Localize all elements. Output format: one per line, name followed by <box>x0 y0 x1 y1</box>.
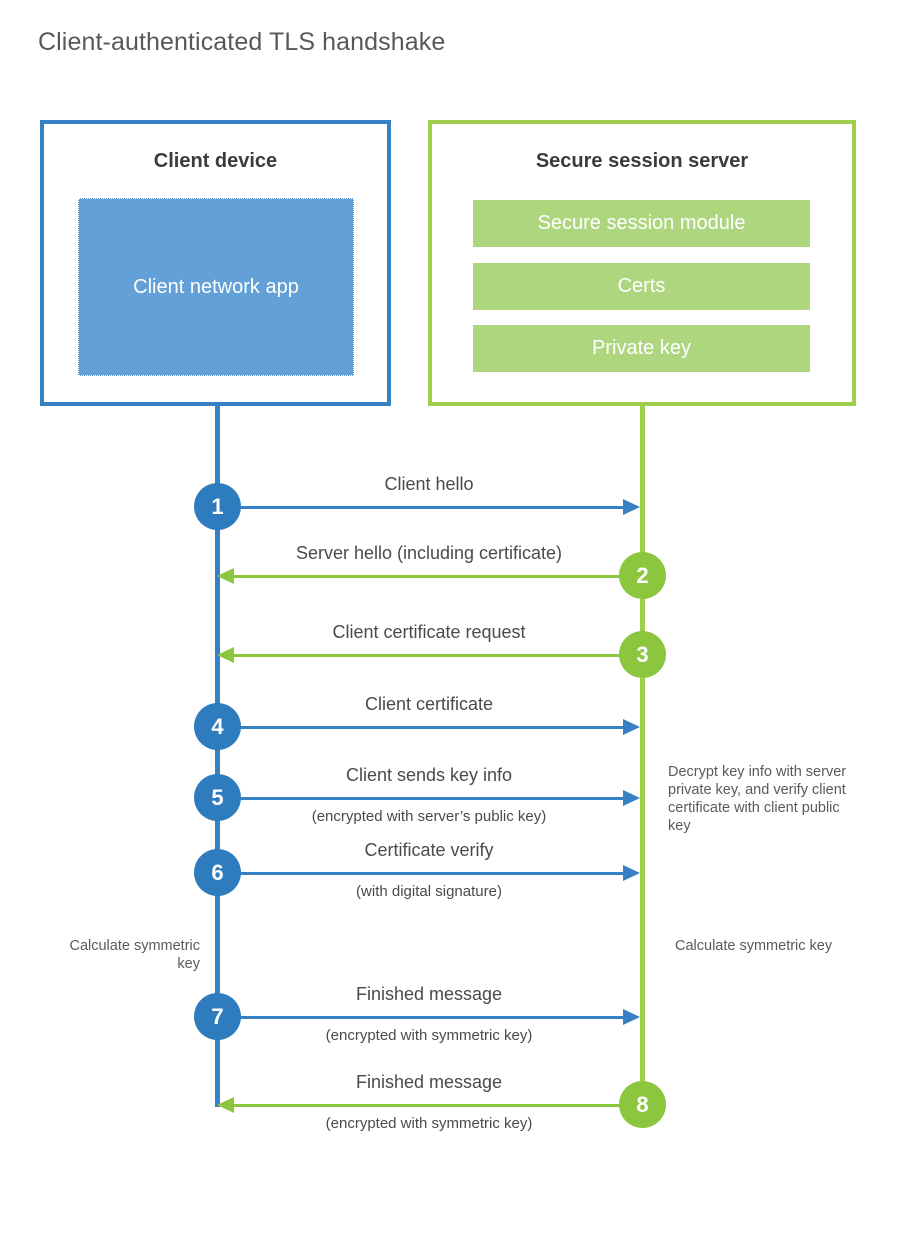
server-component-secure-session-module: Secure session module <box>473 200 810 247</box>
message-label-2: Server hello (including certificate) <box>295 543 563 563</box>
arrow-right-icon <box>623 865 640 881</box>
arrow-right-icon <box>623 1009 640 1025</box>
client-network-app-label: Client network app <box>133 275 299 298</box>
arrow-left-icon <box>217 1097 234 1113</box>
client-device-title: Client device <box>153 150 278 172</box>
message-line-8 <box>232 1104 642 1107</box>
step-marker-1: 1 <box>194 483 241 530</box>
message-line-4 <box>217 726 625 729</box>
message-line-2 <box>232 575 642 578</box>
step-marker-4: 4 <box>194 703 241 750</box>
message-sublabel-5: (encrypted with server’s public key) <box>311 808 547 825</box>
message-line-1 <box>217 506 625 509</box>
client-calculate-symmetric-key-annotation: Calculate symmetric key <box>69 938 200 972</box>
step-marker-5: 5 <box>194 774 241 821</box>
step-marker-7: 7 <box>194 993 241 1040</box>
server-component-private-key: Private key <box>473 325 810 372</box>
message-label-4: Client certificate <box>364 694 494 714</box>
arrow-right-icon <box>623 499 640 515</box>
secure-session-server-box: Secure session server Secure session mod… <box>428 120 856 406</box>
step-marker-6: 6 <box>194 849 241 896</box>
step-marker-2: 2 <box>619 552 666 599</box>
message-line-6 <box>217 872 625 875</box>
client-device-box: Client device Client network app <box>40 120 391 406</box>
message-line-7 <box>217 1016 625 1019</box>
message-label-3: Client certificate request <box>332 622 526 642</box>
message-line-3 <box>232 654 642 657</box>
arrow-left-icon <box>217 647 234 663</box>
message-label-5: Client sends key info <box>345 765 513 785</box>
page-title: Client-authenticated TLS handshake <box>38 28 446 56</box>
client-network-app-block: Client network app <box>78 198 354 376</box>
step-marker-8: 8 <box>619 1081 666 1128</box>
arrow-left-icon <box>217 568 234 584</box>
message-label-6: Certificate verify <box>364 840 494 860</box>
message-sublabel-8: (encrypted with symmetric key) <box>325 1115 533 1132</box>
client-lifeline <box>215 403 220 1107</box>
message-label-1: Client hello <box>384 474 474 494</box>
secure-session-server-title: Secure session server <box>535 150 749 172</box>
message-sublabel-7: (encrypted with symmetric key) <box>325 1027 533 1044</box>
step-marker-3: 3 <box>619 631 666 678</box>
server-decrypt-annotation: Decrypt key info with server private key… <box>668 764 847 834</box>
server-lifeline <box>640 403 645 1106</box>
message-label-8: Finished message <box>355 1072 503 1092</box>
arrow-right-icon <box>623 790 640 806</box>
message-line-5 <box>217 797 625 800</box>
message-sublabel-6: (with digital signature) <box>356 883 502 900</box>
server-component-certs: Certs <box>473 263 810 310</box>
message-label-7: Finished message <box>355 984 503 1004</box>
arrow-right-icon <box>623 719 640 735</box>
server-calculate-symmetric-key-annotation: Calculate symmetric key <box>675 938 833 954</box>
